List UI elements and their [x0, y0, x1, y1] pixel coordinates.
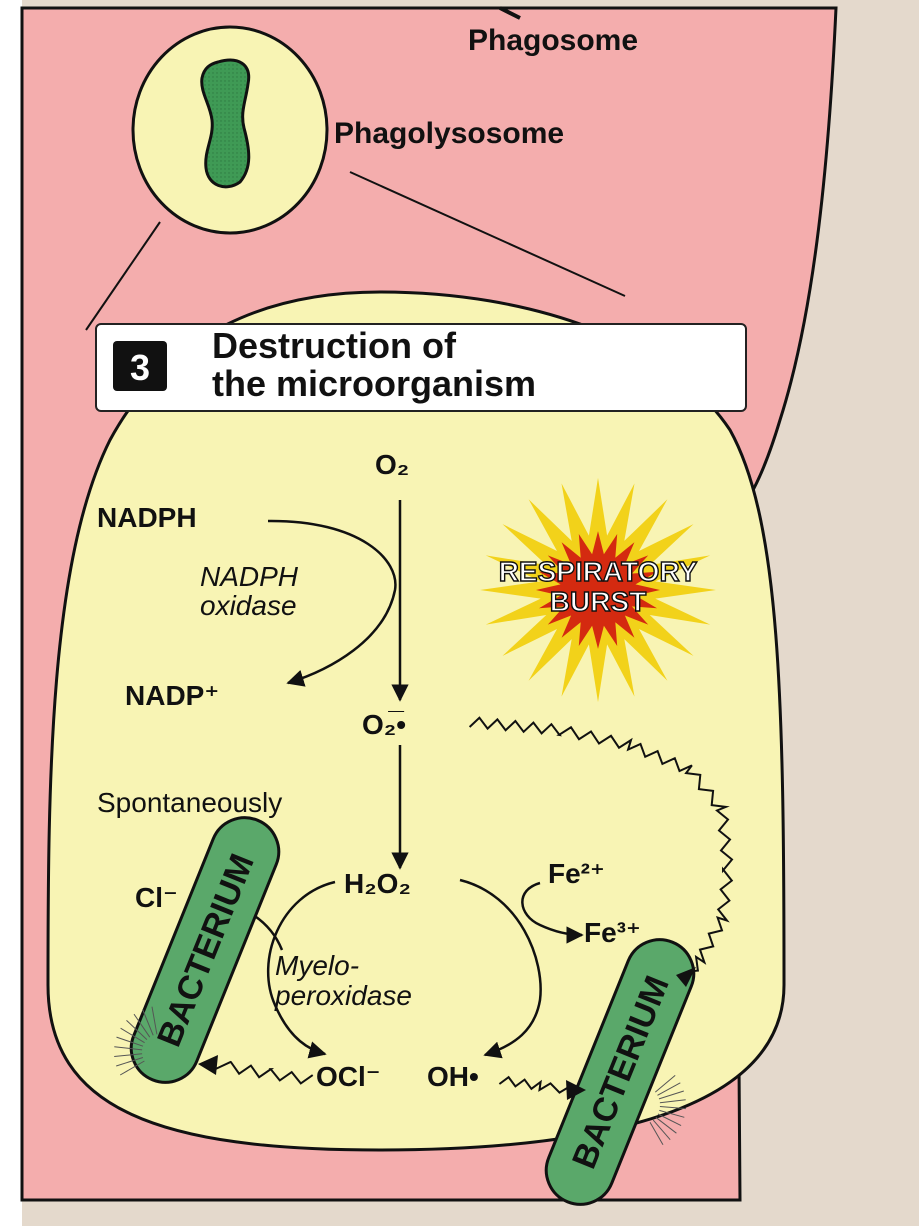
- respiratory-burst-line1: RESPIRATORY: [499, 556, 698, 587]
- nadph-oxidase-line2: oxidase: [200, 590, 297, 621]
- nadph-label: NADPH: [97, 502, 197, 533]
- myeloperoxidase-line2: peroxidase: [274, 980, 412, 1011]
- iron2-label: Fe²⁺: [548, 858, 605, 889]
- myeloperoxidase-line1: Myelo-: [275, 950, 359, 981]
- step-title-line1: Destruction of: [212, 325, 457, 366]
- left-margin: [0, 0, 22, 1226]
- hydroxyl-radical-label: OH•: [427, 1061, 479, 1092]
- oxygen-label: O₂: [375, 449, 409, 480]
- hydrogen-peroxide-label: H₂O₂: [344, 868, 411, 899]
- nadp-plus-label: NADP⁺: [125, 680, 219, 711]
- superoxide-label: O₂̅•: [362, 709, 406, 740]
- iron3-label: Fe³⁺: [584, 917, 641, 948]
- nadph-oxidase-line1: NADPH: [200, 561, 299, 592]
- phagolysosome-label: Phagolysosome: [334, 117, 564, 150]
- step-number: 3: [130, 347, 150, 388]
- phagosome-label: Phagosome: [468, 24, 638, 57]
- chloride-label: Cl⁻: [135, 882, 178, 913]
- spontaneously-label: Spontaneously: [97, 787, 282, 818]
- step-title-box: 3 Destruction of the microorganism: [96, 324, 746, 411]
- respiratory-burst-line2: BURST: [550, 586, 646, 617]
- step-title-line2: the microorganism: [212, 363, 536, 404]
- hypochlorite-label: OCl⁻: [316, 1061, 381, 1092]
